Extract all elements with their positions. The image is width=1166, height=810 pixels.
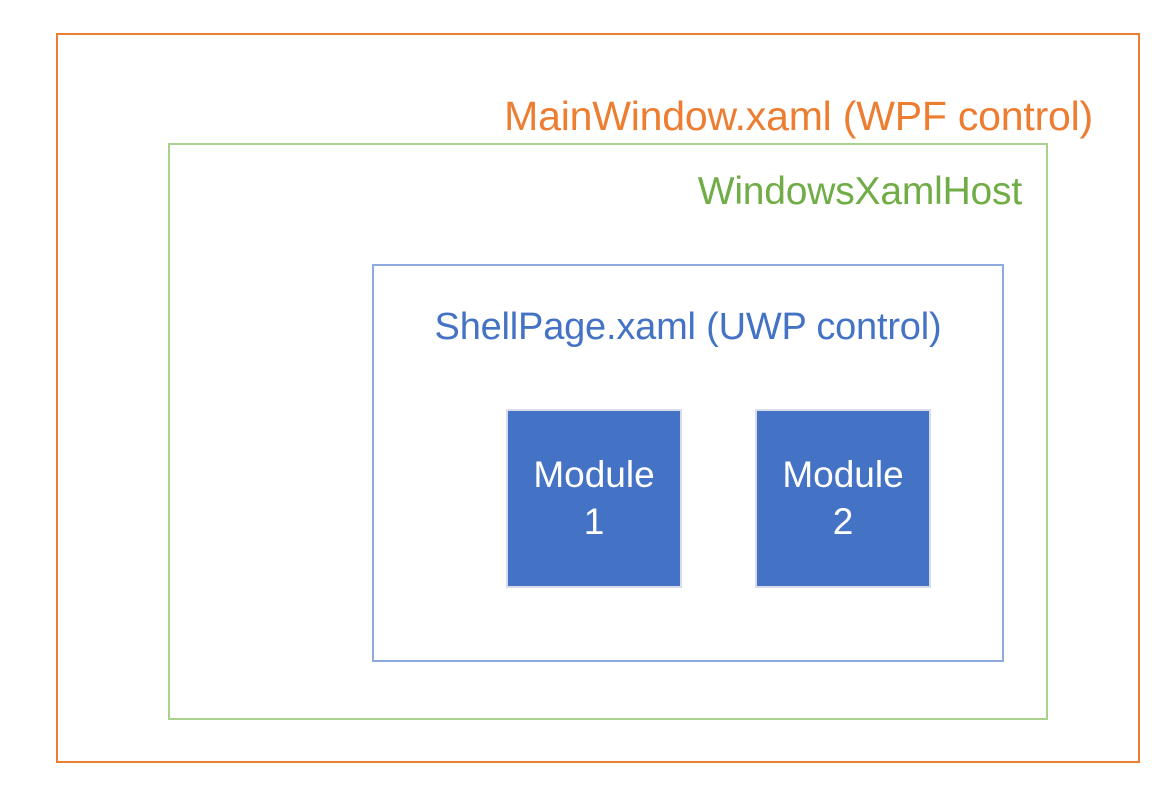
module-1-number: 1 (583, 500, 605, 542)
layer-label-mainwindow: MainWindow.xaml (WPF control) (504, 93, 1093, 139)
module-2-number: 2 (832, 500, 854, 542)
layer-label-windowsxamlhost: WindowsXamlHost (697, 170, 1022, 213)
module-box-2[interactable]: Module 2 (755, 409, 931, 588)
module-box-1[interactable]: Module 1 (506, 409, 682, 588)
module-2-title: Module (782, 454, 904, 496)
layer-mainwindow-wpf: MainWindow.xaml (WPF control) WindowsXam… (56, 33, 1140, 763)
module-1-title: Module (533, 454, 655, 496)
layer-label-shellpage: ShellPage.xaml (UWP control) (434, 306, 942, 348)
layer-shellpage-uwp: ShellPage.xaml (UWP control) Module 1 Mo… (372, 264, 1004, 662)
layer-windowsxamlhost: WindowsXamlHost ShellPage.xaml (UWP cont… (168, 143, 1048, 720)
